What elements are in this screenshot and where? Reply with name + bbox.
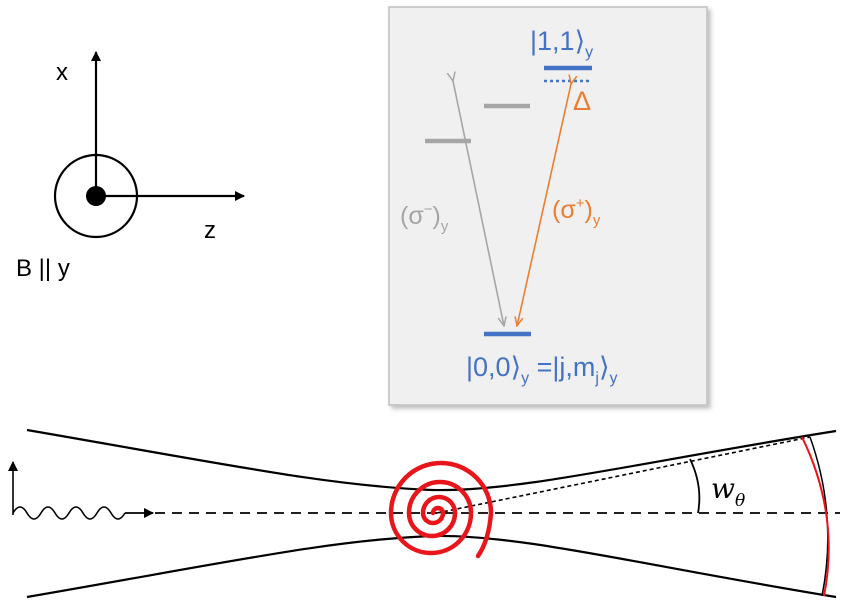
divergence-angle-label: wθ [711, 472, 745, 511]
z-axis-label: z [204, 217, 216, 244]
wavefront-red [801, 436, 830, 597]
upper-state-label: |1,1⟩y [530, 26, 593, 61]
out-of-plane-dot [86, 186, 106, 206]
sigma-minus-transition [453, 81, 504, 326]
sigma-minus-label: (σ−)y [400, 201, 449, 235]
divergence-line-dotted [436, 436, 811, 514]
out-of-plane-circle [53, 153, 139, 239]
beam-upper-envelope [26, 428, 837, 492]
gaussian-beam: wθ [7, 428, 840, 599]
beam-lower-envelope [26, 534, 837, 599]
ground-state-label: |0,0⟩y =|j,mj⟩y [466, 352, 618, 387]
phase-spiral [388, 460, 494, 559]
coordinate-axes: x z B || y [16, 51, 245, 282]
x-axis-label: x [56, 59, 68, 86]
detuning-label: Δ [573, 86, 591, 116]
sigma-plus-transition [517, 84, 571, 326]
incoming-wave [12, 506, 126, 520]
sigma-plus-label: (σ+)y [552, 195, 601, 229]
energy-level-panel: |1,1⟩y Δ (σ−)y (σ+)y |0,0⟩y =|j,mj⟩y [388, 6, 708, 406]
field-direction-label: B || y [16, 255, 70, 282]
divergence-angle-arc [689, 458, 701, 514]
